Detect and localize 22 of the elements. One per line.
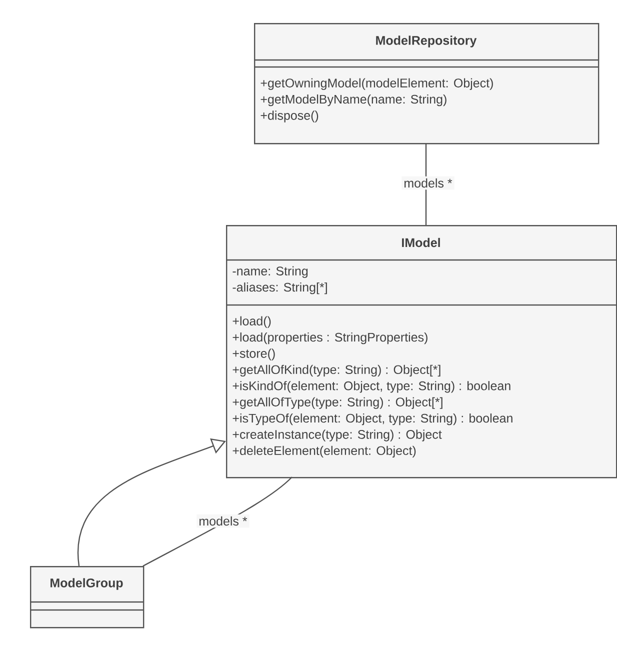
- operation: +deleteElement(element: Object): [232, 446, 416, 458]
- class-box: [226, 225, 617, 478]
- operation: +getAllOfKind(type: String) : Object[*]: [232, 364, 440, 377]
- operation: +load(): [232, 316, 271, 328]
- edge-label: models *: [402, 176, 454, 190]
- class-box: [30, 566, 144, 628]
- operation: +getOwningModel(modelElement: Object): [260, 78, 493, 90]
- class-name: ModelGroup: [50, 578, 123, 590]
- class-name: IModel: [402, 238, 440, 248]
- attribute: -aliases: String[*]: [232, 282, 327, 294]
- edge-label: models *: [196, 514, 250, 528]
- operation: +getAllOfType(type: String) : Object[*]: [232, 397, 442, 409]
- attribute: -name: String: [232, 266, 308, 278]
- operation: +isTypeOf(element: Object, type: String) : boolean: [232, 413, 512, 426]
- operation: +store(): [232, 348, 275, 360]
- operation: +dispose(): [260, 110, 318, 122]
- class-box: [254, 23, 600, 144]
- operation: +createInstance(type: String) : Object: [232, 430, 442, 442]
- class-name: ModelRepository: [376, 36, 477, 48]
- operation: +load(properties : StringProperties): [232, 332, 428, 344]
- operation: +getModelByName(name: String): [260, 94, 446, 106]
- operation: +isKindOf(element: Object, type: String) : boolean: [232, 381, 510, 393]
